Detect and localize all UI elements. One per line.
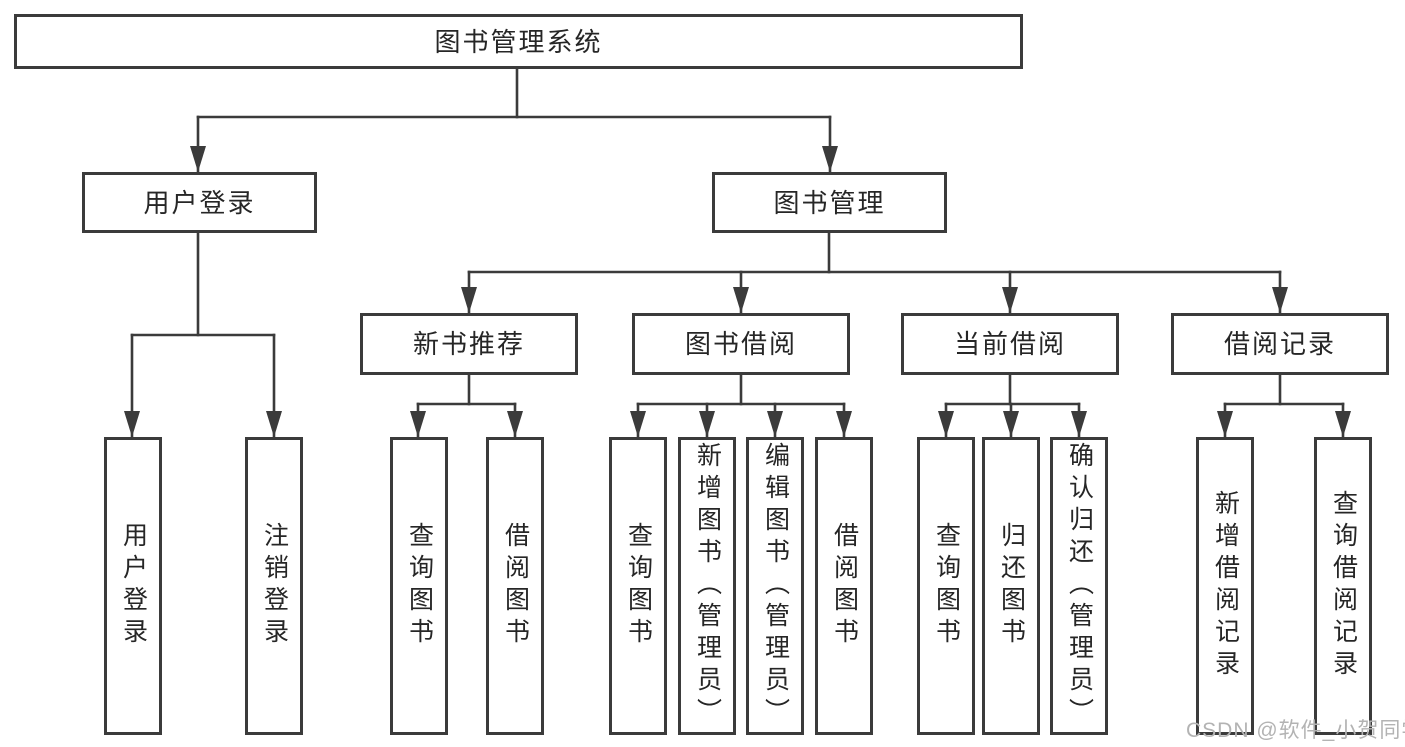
node-book-management: 图书管理 — [712, 172, 947, 233]
leaf-query-books: 查询图书 — [917, 437, 975, 735]
node-borrowing-records: 借阅记录 — [1171, 313, 1389, 375]
leaf-logout: 注销登录 — [245, 437, 303, 735]
node-user-login: 用户登录 — [82, 172, 317, 233]
leaf-edit-books-admin: 编辑图书（管理员） — [746, 437, 804, 735]
connector-user-login-children — [124, 231, 282, 438]
node-library-management-system: 图书管理系统 — [14, 14, 1023, 69]
leaf-query-borrow-record: 查询借阅记录 — [1314, 437, 1372, 735]
leaf-user-login: 用户登录 — [104, 437, 162, 735]
leaf-query-books: 查询图书 — [390, 437, 448, 735]
leaf-add-books-admin: 新增图书（管理员） — [678, 437, 736, 735]
leaf-query-books: 查询图书 — [609, 437, 667, 735]
connector-root-to-level2 — [190, 66, 838, 173]
node-current-borrowing: 当前借阅 — [901, 313, 1119, 375]
connector-new-book-children — [410, 373, 523, 438]
connector-borrow-record-children — [1217, 373, 1351, 438]
connector-current-borrow-children — [938, 373, 1087, 438]
leaf-add-borrow-record: 新增借阅记录 — [1196, 437, 1254, 735]
connector-book-mgmt-children — [461, 231, 1288, 314]
leaf-borrow-books: 借阅图书 — [815, 437, 873, 735]
node-new-book-recommendation: 新书推荐 — [360, 313, 578, 375]
csdn-watermark: CSDN @软件_小贺同学 — [1186, 719, 1405, 742]
connector-book-borrow-children — [630, 373, 852, 438]
leaf-return-books: 归还图书 — [982, 437, 1040, 735]
leaf-confirm-return-admin: 确认归还（管理员） — [1050, 437, 1108, 735]
node-book-borrowing: 图书借阅 — [632, 313, 850, 375]
leaf-borrow-books: 借阅图书 — [486, 437, 544, 735]
